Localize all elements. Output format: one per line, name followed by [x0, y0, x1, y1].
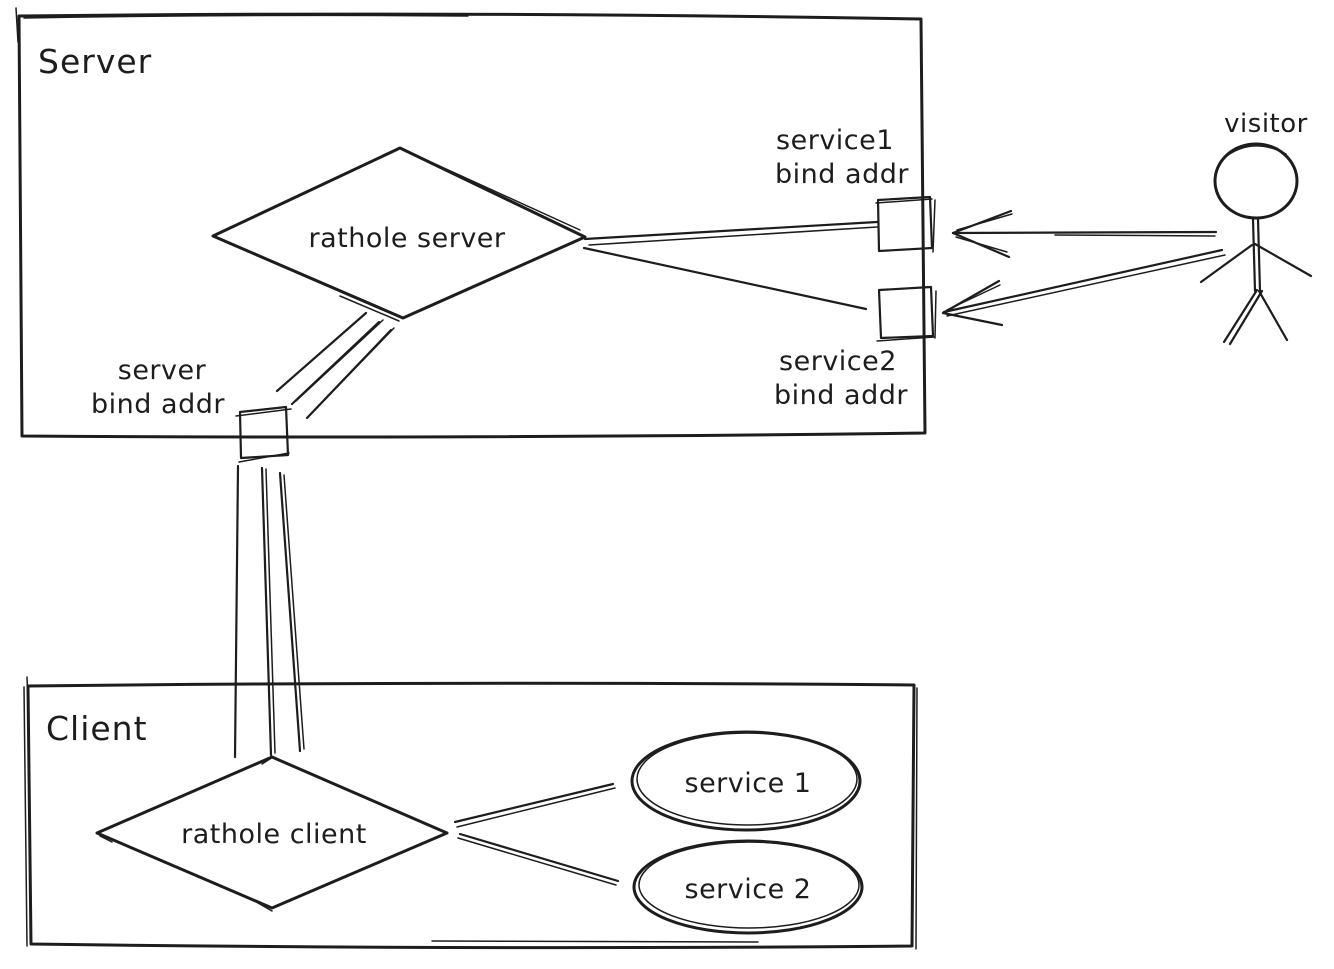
visitor-figure — [1199, 142, 1313, 346]
rathole-client-node — [95, 755, 449, 912]
tunnel-lines-lower — [233, 464, 305, 759]
server-bind-square — [235, 405, 292, 463]
svg-text:server: server — [118, 355, 207, 386]
service2-bind-square — [876, 285, 937, 342]
client-box — [23, 676, 918, 950]
connector-server-to-service2 — [582, 246, 868, 311]
svg-text:bind addr: bind addr — [774, 380, 908, 411]
connector-client-to-service2 — [457, 832, 620, 886]
service1-bind-label: service1 bind addr — [775, 125, 909, 190]
tunnel-lines-upper — [275, 311, 395, 420]
arrow-visitor-to-service1 — [951, 209, 1218, 259]
rathole-server-node — [211, 146, 587, 322]
svg-text:service2: service2 — [779, 346, 897, 377]
server-bind-label: server bind addr — [91, 355, 225, 420]
server-box — [15, 7, 927, 439]
service1-label: service 1 — [685, 768, 812, 799]
service1-ellipse — [630, 730, 862, 832]
connector-client-to-service1 — [453, 782, 616, 828]
connector-server-to-service1 — [583, 220, 879, 246]
svg-text:service1: service1 — [776, 125, 894, 156]
service2-ellipse — [632, 839, 864, 935]
server-box-label: Server — [38, 42, 152, 81]
arrow-visitor-to-service2 — [941, 248, 1226, 327]
rathole-server-label: rathole server — [308, 223, 505, 254]
service2-label: service 2 — [685, 874, 812, 905]
service2-bind-label: service2 bind addr — [774, 346, 908, 411]
client-box-label: Client — [46, 709, 148, 748]
svg-text:bind addr: bind addr — [91, 389, 225, 420]
service1-bind-square — [875, 195, 936, 253]
visitor-label: visitor — [1224, 109, 1308, 139]
svg-text:bind addr: bind addr — [775, 159, 909, 190]
rathole-client-label: rathole client — [181, 819, 367, 850]
